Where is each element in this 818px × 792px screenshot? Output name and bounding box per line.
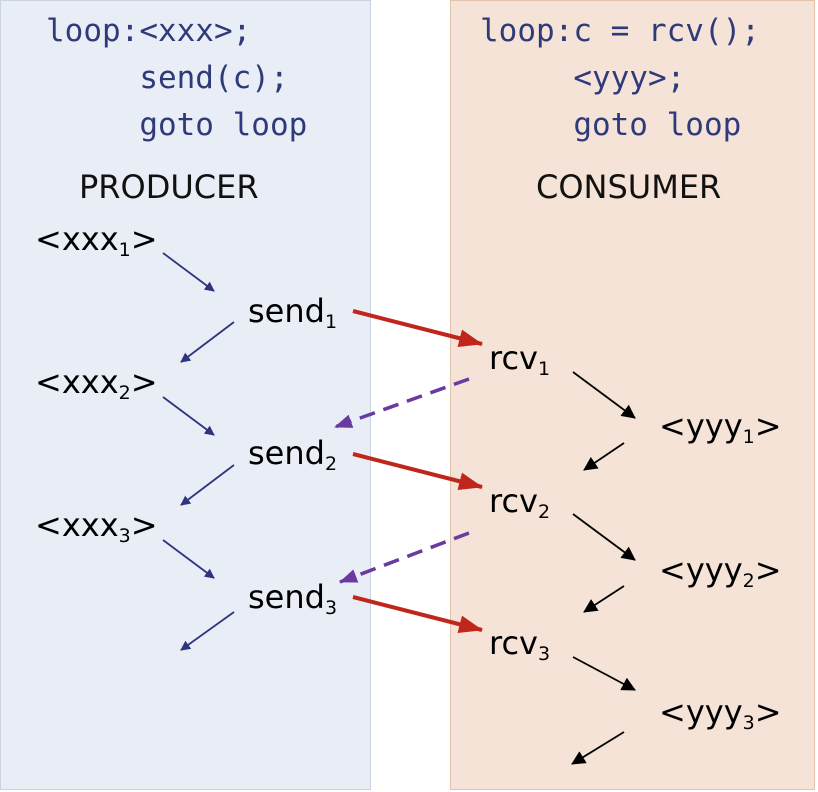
producer-step-xxx-2: <xxx2> bbox=[35, 363, 158, 404]
producer-title: PRODUCER bbox=[79, 168, 259, 206]
consumer-flow-arrow bbox=[572, 371, 636, 419]
consumer-rcv-2: rcv2 bbox=[489, 482, 551, 523]
ack-dashed-arrow bbox=[334, 377, 470, 429]
producer-flow-arrow bbox=[180, 464, 235, 506]
consumer-step-yyy-1: <yyy1> bbox=[659, 407, 782, 448]
consumer-flow-arrow bbox=[583, 442, 625, 471]
producer-send-1: send1 bbox=[248, 292, 338, 333]
send-message-arrow bbox=[352, 595, 483, 634]
consumer-flow-arrow bbox=[571, 731, 625, 765]
consumer-flow-arrow bbox=[572, 656, 636, 691]
send-message-arrow bbox=[352, 309, 483, 348]
producer-flow-arrow bbox=[162, 539, 215, 579]
ack-dashed-arrow bbox=[339, 531, 470, 584]
producer-step-xxx-3: <xxx3> bbox=[35, 506, 158, 547]
consumer-code: loop:c = rcv(); <yyy>; goto loop bbox=[480, 13, 760, 143]
producer-flow-arrow bbox=[162, 252, 215, 292]
consumer-step-yyy-2: <yyy2> bbox=[659, 551, 782, 592]
send-message-arrow bbox=[352, 452, 483, 491]
producer-flow-arrow bbox=[180, 611, 235, 651]
consumer-step-yyy-3: <yyy3> bbox=[659, 693, 782, 734]
consumer-flow-arrow bbox=[583, 585, 625, 613]
consumer-rcv-1: rcv1 bbox=[489, 339, 551, 380]
producer-step-xxx-1: <xxx1> bbox=[35, 220, 158, 261]
producer-send-3: send3 bbox=[248, 578, 338, 619]
consumer-panel bbox=[450, 0, 815, 790]
consumer-title: CONSUMER bbox=[536, 168, 722, 206]
producer-send-2: send2 bbox=[248, 434, 338, 475]
producer-flow-arrow bbox=[162, 396, 215, 436]
producer-flow-arrow bbox=[180, 321, 235, 363]
producer-panel bbox=[0, 0, 371, 790]
consumer-flow-arrow bbox=[572, 513, 636, 561]
producer-code: loop:<xxx>; send(c); goto loop bbox=[46, 13, 308, 143]
consumer-rcv-3: rcv3 bbox=[489, 624, 551, 665]
